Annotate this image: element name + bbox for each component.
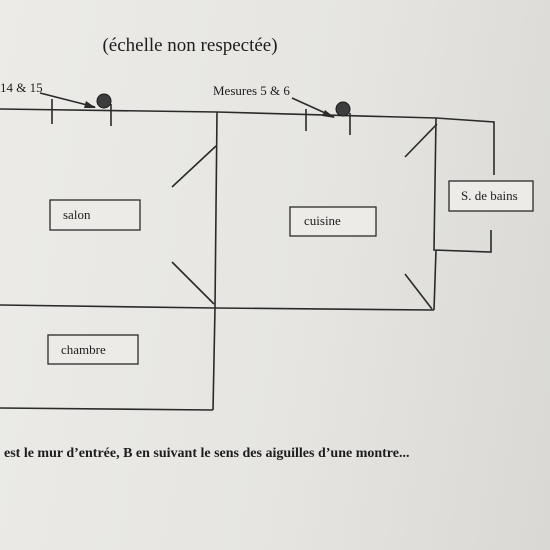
middle-horizontal-wall bbox=[0, 304, 435, 311]
arrowhead-left-icon bbox=[84, 101, 96, 108]
door-salon-bottom bbox=[171, 261, 215, 305]
diagram-title: (échelle non respectée) bbox=[102, 35, 277, 56]
bottom-wall bbox=[0, 407, 214, 411]
door-cuisine-top bbox=[404, 123, 438, 158]
measure-ticks-left bbox=[51, 99, 112, 126]
door-cuisine-bottom bbox=[404, 273, 433, 310]
cuisine-box bbox=[289, 206, 377, 237]
chambre-label: chambre bbox=[61, 342, 106, 357]
measure-label-middle: Mesures 5 & 6 bbox=[213, 83, 290, 98]
bathroom-label: S. de bains bbox=[461, 188, 518, 203]
chambre-box bbox=[47, 334, 139, 365]
door-salon-top bbox=[171, 145, 217, 188]
salon-label: salon bbox=[63, 207, 91, 222]
measure-ticks-middle bbox=[305, 109, 351, 135]
interior-vertical-wall bbox=[212, 111, 218, 411]
kitchen-right-wall bbox=[433, 249, 437, 311]
measure-label-left: 14 & 15 bbox=[0, 80, 43, 95]
caption-text: est le mur d’entrée, B en suivant le sen… bbox=[4, 446, 409, 461]
arrowhead-middle-icon bbox=[322, 110, 335, 118]
bathroom-walls bbox=[433, 117, 492, 253]
sensor-left-icon bbox=[96, 93, 112, 109]
salon-box bbox=[49, 199, 141, 231]
sensor-middle-icon bbox=[335, 101, 351, 117]
bathroom-box bbox=[448, 180, 534, 212]
cuisine-label: cuisine bbox=[304, 213, 341, 228]
